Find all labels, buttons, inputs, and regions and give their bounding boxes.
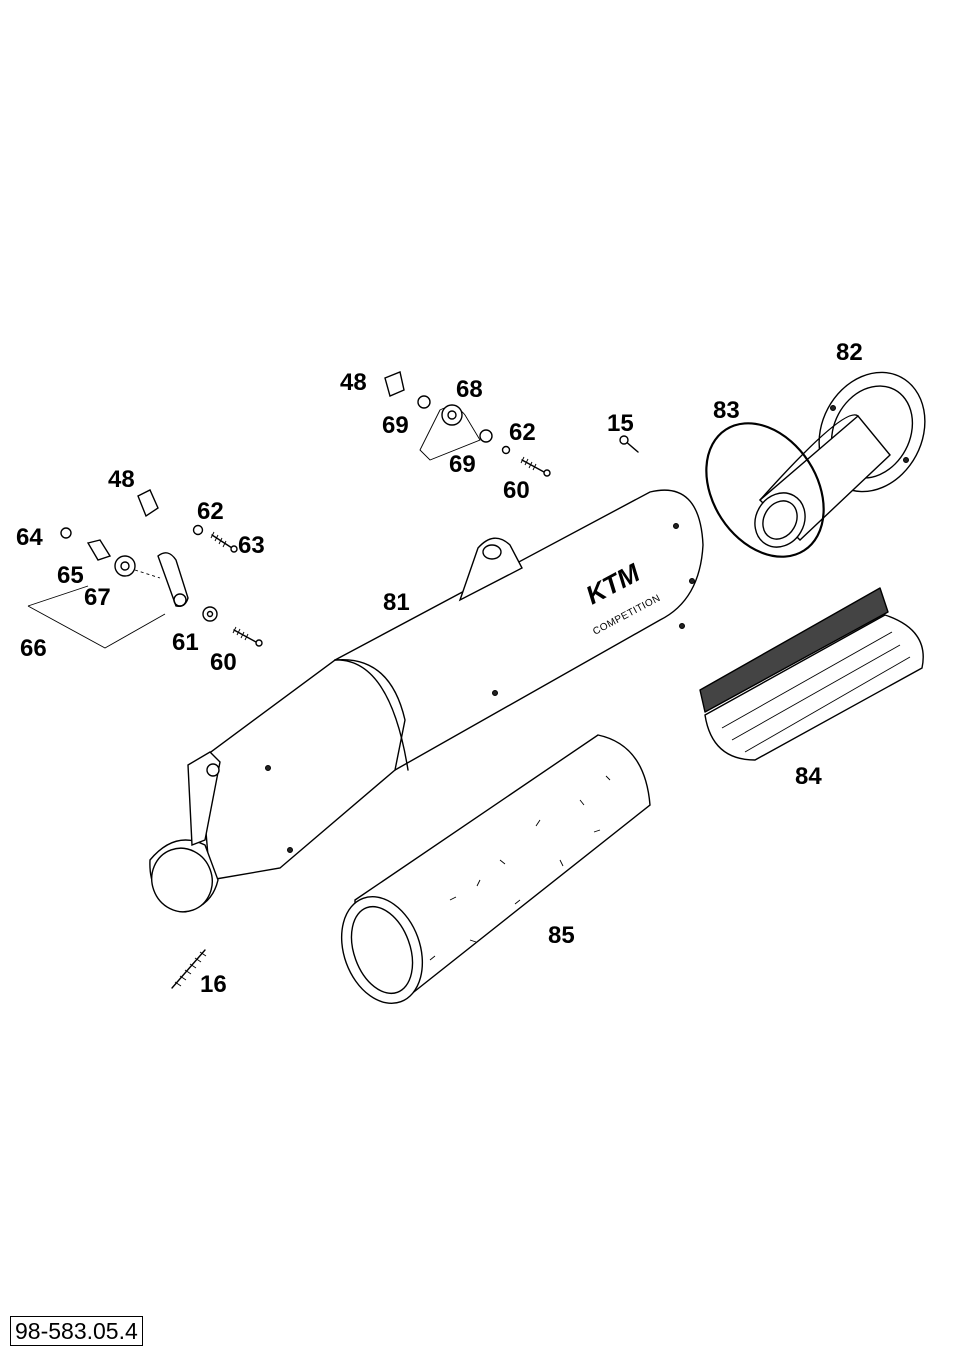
callout-62: 62: [197, 498, 224, 525]
grommet-part-67: [114, 555, 136, 577]
washer-part-69-upper: [417, 395, 431, 409]
callout-60: 60: [210, 649, 237, 676]
washer-part-62-left: [192, 524, 204, 536]
washer-part-62-upper: [501, 445, 511, 455]
callout-81: 81: [383, 589, 410, 616]
callout-48: 48: [108, 466, 135, 493]
spring-part-16: [171, 949, 207, 989]
o-ring-part-83: [705, 422, 825, 558]
washer-part-64: [60, 527, 72, 539]
fibre-wrap-part-84: [699, 587, 924, 761]
callout-69: 69: [449, 451, 476, 478]
clip-part-48-left: [137, 489, 159, 518]
bolt-part-60-upper: [520, 456, 551, 477]
callout-48: 48: [340, 369, 367, 396]
washer-part-61: [202, 606, 218, 622]
callout-84: 84: [795, 763, 822, 790]
washer-part-69-lower: [479, 429, 493, 443]
upper-mount-hardware: [384, 371, 551, 477]
callout-65: 65: [57, 562, 84, 589]
callout-61: 61: [172, 629, 199, 656]
bolt-part-63: [210, 531, 238, 553]
callout-64: 64: [16, 524, 43, 551]
bracket-left: [157, 552, 189, 608]
callout-16: 16: [200, 971, 227, 998]
callout-82: 82: [836, 339, 863, 366]
clip-part-48-upper: [384, 371, 405, 397]
sleeve-part-65: [86, 539, 112, 561]
silencer-body-part-81: KTM COMPETITION: [149, 489, 704, 913]
callout-85: 85: [548, 922, 575, 949]
callout-15: 15: [607, 410, 634, 437]
callout-66: 66: [20, 635, 47, 662]
screw-part-15: [619, 435, 639, 453]
callout-60: 60: [503, 477, 530, 504]
end-cap-part-82: [754, 371, 926, 548]
bolt-part-60-left: [232, 626, 263, 647]
callout-69: 69: [382, 412, 409, 439]
callout-62: 62: [509, 419, 536, 446]
callout-63: 63: [238, 532, 265, 559]
left-mount-hardware: [27, 489, 263, 649]
packing-tube-part-85: [340, 734, 651, 1004]
callout-68: 68: [456, 376, 483, 403]
callout-83: 83: [713, 397, 740, 424]
callout-67: 67: [84, 584, 111, 611]
diagram-reference-number: 98-583.05.4: [10, 1316, 143, 1346]
